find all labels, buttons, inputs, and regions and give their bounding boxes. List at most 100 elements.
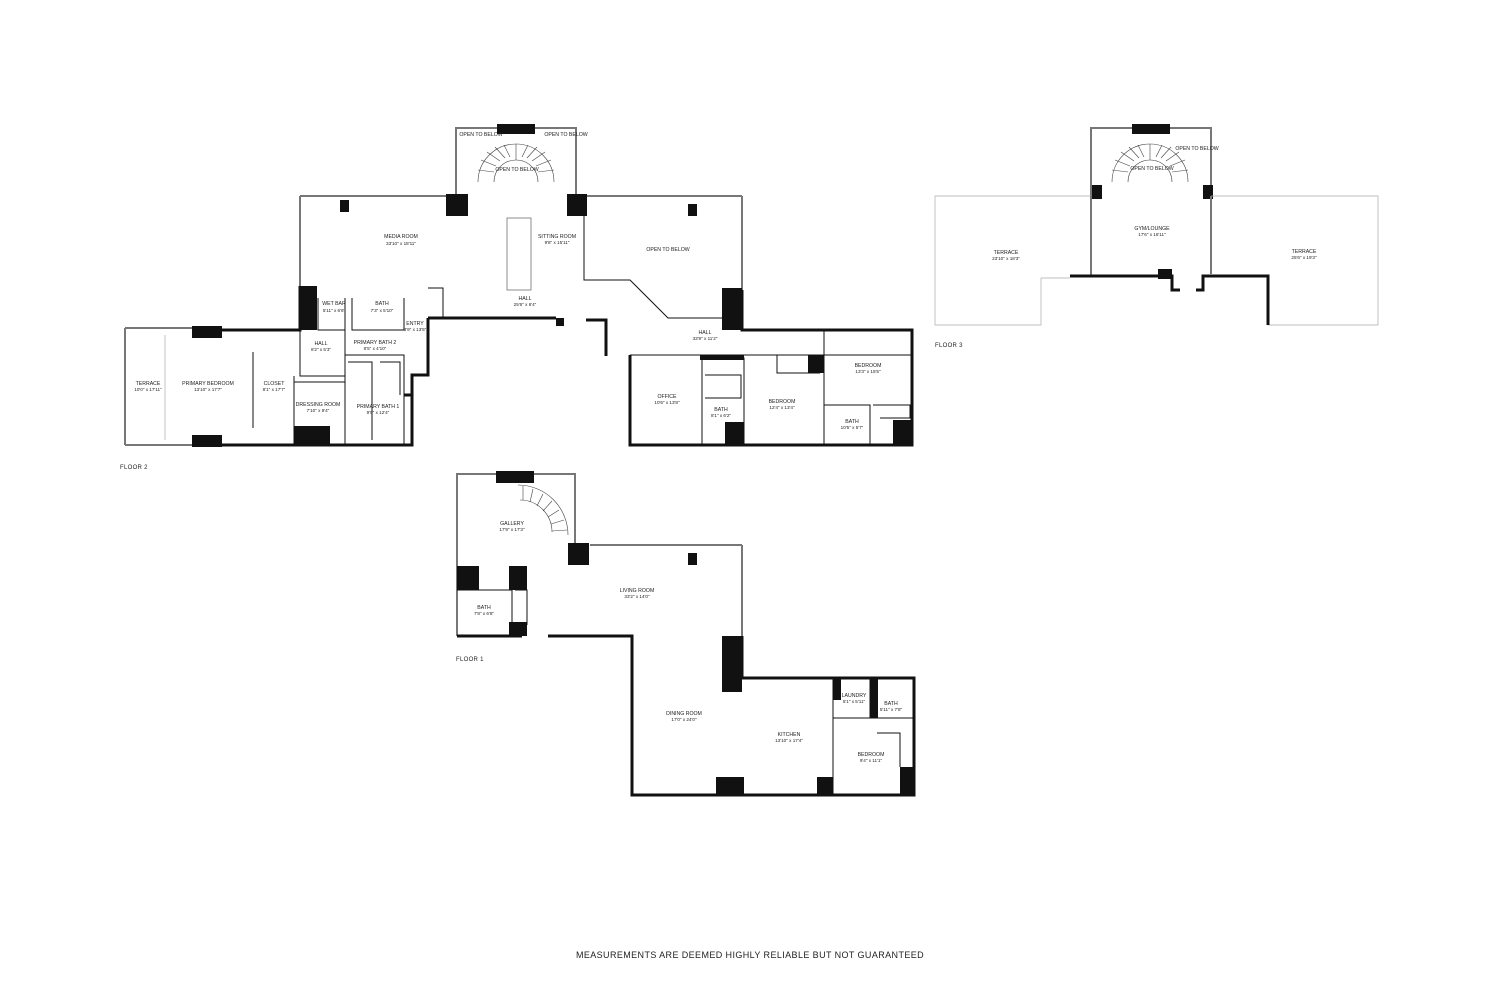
room-dims: 33'2" x 14'0" bbox=[624, 594, 650, 599]
floor-3-plan: OPEN TO BELOW OPEN TO BELOW GYM/LOUNGE 1… bbox=[934, 124, 1379, 349]
floor-3-labels: OPEN TO BELOW OPEN TO BELOW GYM/LOUNGE 1… bbox=[992, 146, 1317, 261]
room-name: DINING ROOM bbox=[666, 711, 702, 717]
room-name: TERRACE bbox=[994, 250, 1019, 256]
column bbox=[509, 566, 527, 590]
room-name: GALLERY bbox=[500, 521, 524, 527]
room-name: OPEN TO BELOW bbox=[1175, 146, 1218, 152]
stair-bay bbox=[456, 473, 576, 545]
wall bbox=[873, 404, 911, 419]
wall bbox=[824, 404, 871, 445]
room-dims: 9'4" x 11'1" bbox=[860, 758, 883, 763]
room-name: PRIMARY BEDROOM bbox=[182, 381, 234, 387]
column bbox=[725, 422, 744, 445]
column bbox=[556, 318, 564, 326]
room-name: KITCHEN bbox=[778, 732, 801, 738]
wall bbox=[877, 732, 901, 767]
room-dims: 13'10" x 17'4" bbox=[775, 738, 803, 743]
column bbox=[716, 777, 744, 795]
column bbox=[1203, 185, 1213, 199]
room-dims: 33'10" x 18'11" bbox=[386, 241, 416, 246]
room-name: OPEN TO BELOW bbox=[495, 167, 538, 173]
room-dims: 9'5" x 12'4" bbox=[367, 410, 390, 415]
room-name: BEDROOM bbox=[855, 363, 882, 369]
room-dims: 5'1" x 5'11" bbox=[843, 699, 866, 704]
column bbox=[722, 288, 742, 330]
room-dims: 7'3" x 5'10" bbox=[371, 308, 394, 313]
column bbox=[870, 678, 878, 718]
room-name: BATH bbox=[477, 605, 491, 611]
room-name: BATH bbox=[714, 407, 728, 413]
room-dims: 8'5" x 4'10" bbox=[364, 346, 387, 351]
wall bbox=[1070, 274, 1180, 292]
column bbox=[497, 124, 535, 134]
column bbox=[808, 355, 824, 373]
column bbox=[833, 678, 841, 700]
room-dims: 17'9" x 17'3" bbox=[499, 527, 525, 532]
wall bbox=[222, 286, 302, 332]
room-dims: 25'6" x 19'3" bbox=[1291, 255, 1317, 260]
room-name: LAUNDRY bbox=[842, 693, 867, 699]
room-dims: 13'10" x 17'7" bbox=[194, 387, 222, 392]
wall bbox=[410, 318, 430, 395]
room-name: MEDIA ROOM bbox=[384, 234, 418, 240]
stair-bay bbox=[1090, 127, 1212, 196]
room-dims: 5'11" x 7'8" bbox=[880, 707, 903, 712]
floor-label: FLOOR 2 bbox=[120, 465, 148, 471]
column bbox=[688, 204, 697, 216]
room-name: BATH bbox=[845, 419, 859, 425]
room-dims: 8'2" x 5'3" bbox=[311, 347, 331, 352]
column bbox=[496, 471, 534, 483]
wall bbox=[428, 287, 444, 318]
floor-label: FLOOR 1 bbox=[456, 657, 484, 663]
room-name: HALL bbox=[699, 330, 712, 336]
room-dims: 33'9" x 11'2" bbox=[693, 336, 718, 341]
open-edge bbox=[583, 196, 742, 319]
room-name: OFFICE bbox=[657, 394, 677, 400]
room-dims: 3'9" x 13'5" bbox=[404, 327, 427, 332]
terrace-rail bbox=[1211, 195, 1379, 326]
room-dims: 12'4" x 13'4" bbox=[769, 405, 795, 410]
column bbox=[722, 636, 742, 692]
wall bbox=[317, 298, 346, 331]
room-name: BATH bbox=[375, 301, 389, 307]
room-dims: 10'5" x 5'7" bbox=[841, 425, 864, 430]
wall bbox=[586, 318, 608, 356]
column bbox=[700, 355, 744, 360]
spiral-staircase bbox=[477, 143, 555, 183]
room-dims: 17'0" x 24'0" bbox=[671, 717, 697, 722]
column bbox=[1132, 124, 1170, 134]
wall bbox=[776, 355, 820, 374]
wall bbox=[515, 589, 528, 625]
wall bbox=[705, 374, 742, 399]
room-name: BEDROOM bbox=[858, 752, 885, 758]
floor-2-labels: MEDIA ROOM 33'10" x 18'11" SITTING ROOM … bbox=[134, 132, 881, 430]
floor-1-labels: GALLERY 17'9" x 17'3" LIVING ROOM 33'2" … bbox=[474, 521, 903, 763]
room-dims: 25'6" x 6'4" bbox=[514, 302, 537, 307]
column bbox=[893, 420, 912, 445]
room-name: LIVING ROOM bbox=[620, 588, 655, 594]
room-name: OPEN TO BELOW bbox=[459, 132, 502, 138]
floor-1-plan: GALLERY 17'9" x 17'3" LIVING ROOM 33'2" … bbox=[456, 471, 916, 797]
room-name: HALL bbox=[315, 341, 328, 347]
room-name: PRIMARY BATH 2 bbox=[354, 340, 397, 346]
room-name: OPEN TO BELOW bbox=[646, 247, 689, 253]
column bbox=[509, 622, 527, 636]
stair-flight bbox=[506, 217, 532, 291]
room-name: BATH bbox=[884, 701, 898, 707]
room-name: DRESSING ROOM bbox=[296, 402, 341, 408]
room-name: BEDROOM bbox=[769, 399, 796, 405]
room-name: GYM/LOUNGE bbox=[1134, 226, 1170, 232]
room-name: OPEN TO BELOW bbox=[1130, 166, 1173, 172]
spiral-staircase bbox=[517, 484, 569, 536]
stair-bay bbox=[455, 127, 577, 196]
room-name: TERRACE bbox=[1292, 249, 1317, 255]
wall bbox=[345, 354, 405, 445]
column bbox=[294, 426, 330, 445]
room-dims: 17'6" x 16'11" bbox=[1138, 232, 1166, 237]
wall bbox=[1196, 274, 1270, 325]
room-name: ENTRY bbox=[406, 321, 424, 327]
room-name: SITTING ROOM bbox=[538, 234, 576, 240]
room-dims: 5'11" x 6'8" bbox=[323, 308, 346, 313]
terrace-rail bbox=[934, 195, 1091, 326]
room-dims: 23'10" x 18'3" bbox=[992, 256, 1020, 261]
